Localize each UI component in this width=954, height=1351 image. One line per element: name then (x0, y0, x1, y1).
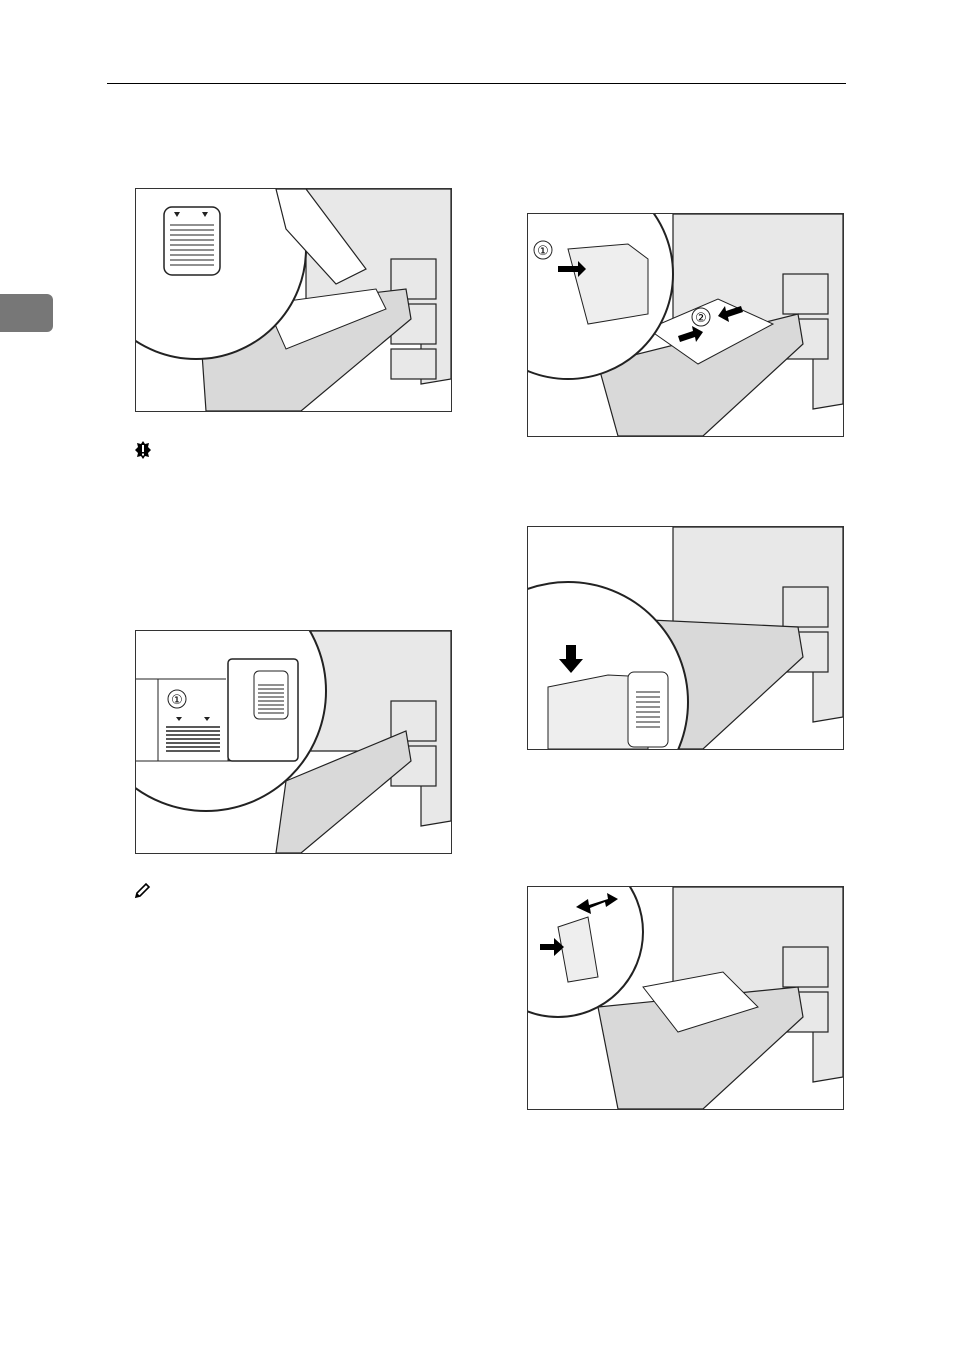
figure-end-guide (527, 526, 844, 750)
printer-illustration: ① ② (528, 214, 843, 436)
printer-illustration (528, 887, 843, 1109)
important-icon (135, 441, 151, 459)
figure-paper-level-mark: ① (135, 630, 452, 854)
figure-side-guides: ① ② (527, 213, 844, 437)
header-rule (107, 83, 846, 84)
printer-illustration (528, 527, 843, 749)
figure-load-paper (135, 188, 452, 412)
note-pencil-icon (133, 882, 151, 900)
callout-number: ① (537, 244, 549, 259)
figure-push-tray (527, 886, 844, 1110)
chapter-side-tab (0, 294, 53, 332)
printer-illustration (136, 189, 451, 411)
callout-number: ① (171, 693, 183, 708)
printer-illustration: ① (136, 631, 451, 853)
callout-number: ② (695, 311, 707, 326)
